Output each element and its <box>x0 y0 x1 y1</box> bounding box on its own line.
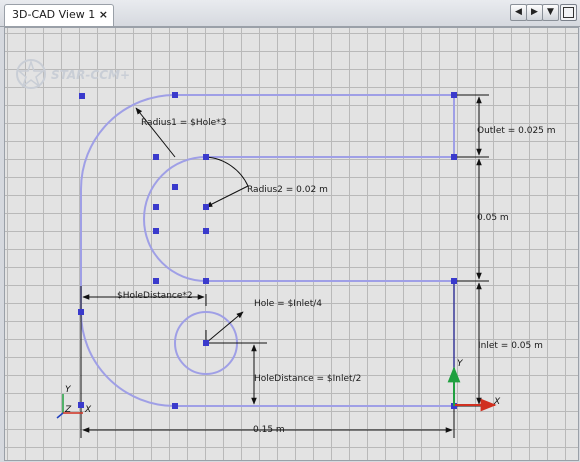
hole-distance-label[interactable]: HoleDistance = $Inlet/2 <box>254 374 361 384</box>
inlet-label[interactable]: Inlet = 0.05 m <box>478 341 543 351</box>
local-y-label: Y <box>457 359 464 369</box>
dimension-labels: Radius1 = $Hole*3 Radius2 = 0.02 m Outle… <box>117 118 556 435</box>
gap-label[interactable]: 0.05 m <box>477 213 509 223</box>
global-axis-triad: Y X Z <box>56 385 92 419</box>
hole-leader <box>205 311 244 344</box>
logo-text: STAR-CCM+ <box>51 68 130 82</box>
dimension-arrows <box>82 96 482 433</box>
construction-lines <box>80 94 489 438</box>
hole-distance-x-label[interactable]: $HoleDistance*2 <box>117 291 193 301</box>
sketch-canvas[interactable]: STAR-CCM+ <box>5 28 578 460</box>
sketch-viewport[interactable]: STAR-CCM+ <box>4 27 579 461</box>
width-label[interactable]: 0.15 m <box>253 425 285 435</box>
tab-label: 3D-CAD View 1 <box>12 8 96 21</box>
radius2-arc <box>205 156 249 187</box>
radius2-leader <box>205 185 249 208</box>
next-view-button[interactable]: ▶ <box>526 4 543 21</box>
sketch-vertices <box>78 92 457 409</box>
view-menu-button[interactable]: ▼ <box>542 4 559 21</box>
star-ccm-logo: STAR-CCM+ <box>16 59 130 89</box>
maximize-button[interactable] <box>560 4 577 21</box>
tab-3d-cad-view[interactable]: 3D-CAD View 1 × <box>4 4 114 26</box>
radius2-label[interactable]: Radius2 = 0.02 m <box>247 185 328 195</box>
outer-profile <box>80 94 455 407</box>
prev-view-button[interactable]: ◀ <box>510 4 527 21</box>
tab-bar: 3D-CAD View 1 × ◀ ▶ ▼ <box>0 0 580 27</box>
global-x-label: X <box>84 405 92 415</box>
outlet-label[interactable]: Outlet = 0.025 m <box>477 126 556 136</box>
maximize-icon <box>563 7 574 18</box>
hole-label[interactable]: Hole = $Inlet/4 <box>254 299 322 309</box>
close-icon[interactable]: × <box>98 8 108 21</box>
radius1-leader <box>135 107 176 158</box>
local-x-label: X <box>493 397 501 407</box>
global-y-label: Y <box>65 385 72 395</box>
global-z-label: Z <box>64 405 72 415</box>
local-axis-triad: X Y <box>447 359 501 412</box>
sketch-profile <box>80 94 455 407</box>
radius1-label[interactable]: Radius1 = $Hole*3 <box>141 118 226 128</box>
